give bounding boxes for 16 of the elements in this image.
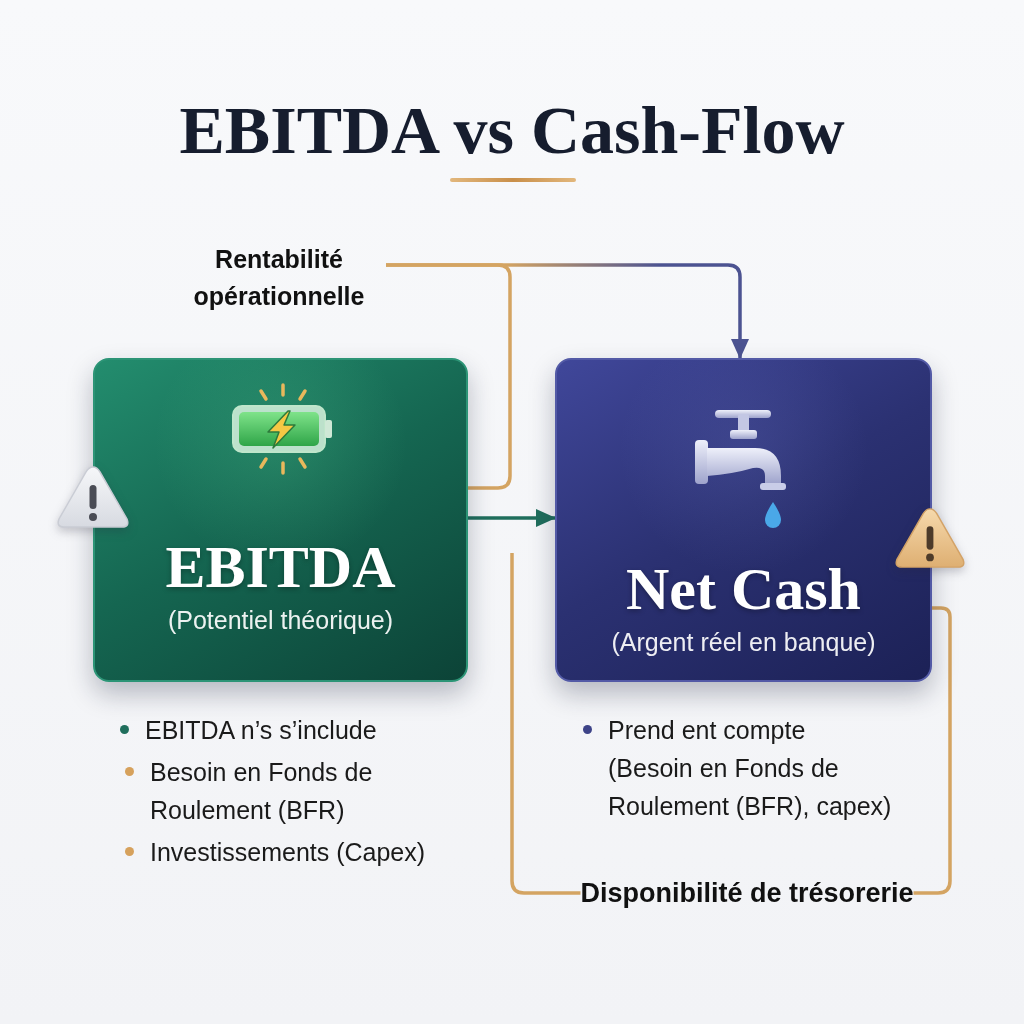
bullet-text: EBITDA n’s s’include <box>145 715 378 746</box>
annotation-label: Rentabilité opérationnelle <box>172 241 386 315</box>
bullet-text: Prend ent compte (Besoin en Fonds de Roulement (BFR), capex) <box>608 715 893 822</box>
connector-line <box>510 553 581 895</box>
card-title: EBITDA <box>165 533 396 602</box>
bullet-text: Besoin en Fonds de Roulement (BFR) <box>150 757 374 826</box>
bullet-text: Investissements (Capex) <box>150 837 427 868</box>
card-subtitle: (Potentiel théorique) <box>167 605 394 635</box>
diagram-title: EBITDA vs Cash-Flow <box>179 92 845 168</box>
connector-line <box>386 263 512 490</box>
card-title: Net Cash <box>626 555 861 624</box>
metric-card <box>555 358 932 682</box>
metric-card <box>93 358 468 682</box>
card-subtitle: (Argent réel en banque) <box>611 627 876 657</box>
annotation-label: Disponibilité de trésorerie <box>580 877 914 909</box>
connector-arrow <box>468 509 556 527</box>
